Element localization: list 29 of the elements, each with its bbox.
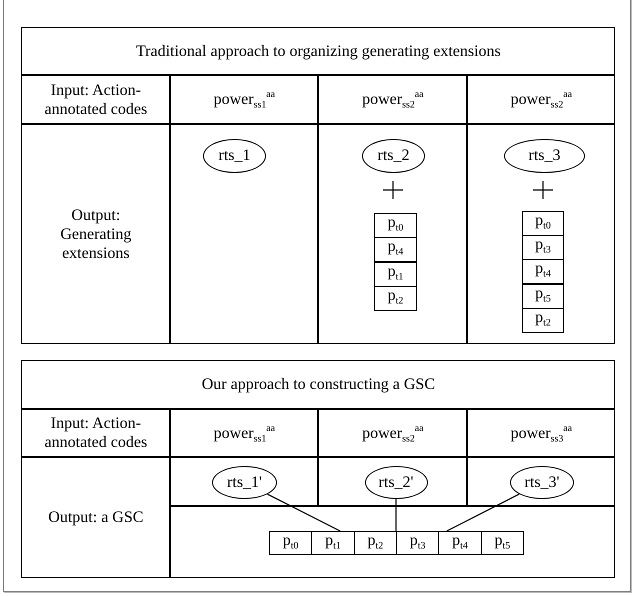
table-cell-text: Traditional approach to organizing generating extensions — [134, 42, 502, 61]
table-cell-text: Input: Action-annotated codes — [44, 80, 148, 120]
connector-line — [395, 499, 397, 531]
table-cell-text: Our approach to constructing a GSC — [200, 375, 436, 394]
array-cell: p$_{t2}$ — [522, 308, 564, 333]
array-cell: p$_{t0}$ — [374, 213, 417, 238]
node-text: rts_3' — [524, 474, 560, 490]
node-text: rts_1 — [218, 148, 250, 164]
table-cell-text: Output: a GSC — [47, 508, 144, 528]
ellipse-node — [364, 466, 428, 499]
array-cell: p$_{t4}$ — [374, 237, 417, 262]
node-text: rts_3 — [528, 148, 560, 164]
array-cell: p$_{t2}$ — [374, 286, 417, 311]
array-cell: p$_{t5}$ — [480, 531, 524, 555]
node-text: rts_2 — [378, 148, 410, 164]
table-cell-text: Input: Action-annotated codes — [44, 414, 148, 453]
array-cell: p$_{t0}$ — [522, 211, 564, 236]
node-text: rts_1' — [227, 474, 262, 490]
connector-line — [446, 494, 520, 532]
ellipse-node — [212, 466, 277, 499]
array-bar — [269, 531, 523, 555]
array-cell: p$_{t4}$ — [522, 259, 564, 284]
array-cell: p$_{t1}$ — [374, 262, 417, 287]
connector-line — [267, 494, 340, 532]
table-cell-text: Output: Generating extensions — [59, 206, 132, 264]
ellipse-node — [510, 466, 574, 499]
node-text: rts_2' — [378, 474, 414, 490]
array-cell: p$_{t5}$ — [522, 284, 564, 309]
array-cell: p$_{t3}$ — [522, 235, 564, 260]
